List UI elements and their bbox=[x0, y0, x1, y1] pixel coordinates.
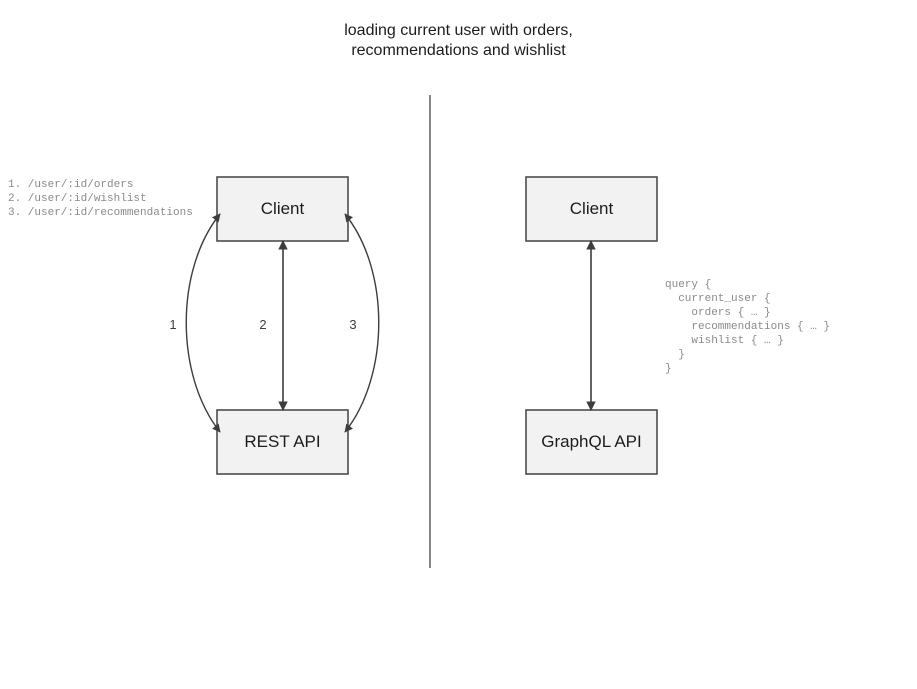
edge-label-3: 3 bbox=[349, 317, 357, 332]
edge-3-curve bbox=[344, 213, 380, 433]
graphql-query-block: query { current_user { orders { … } reco… bbox=[665, 279, 831, 375]
rest-endpoint-list: 1. /user/:id/orders 2. /user/:id/wishlis… bbox=[8, 179, 193, 219]
edge-label-1: 1 bbox=[169, 317, 177, 332]
page-title: loading current user with orders, recomm… bbox=[344, 22, 573, 59]
edge-label-2: 2 bbox=[259, 317, 267, 332]
node-box-graphql-api bbox=[525, 409, 658, 475]
edge-1-curve bbox=[185, 213, 221, 433]
node-box-rest-api bbox=[216, 409, 349, 475]
node-box-client-right bbox=[525, 176, 658, 242]
node-box-client-left bbox=[216, 176, 349, 242]
